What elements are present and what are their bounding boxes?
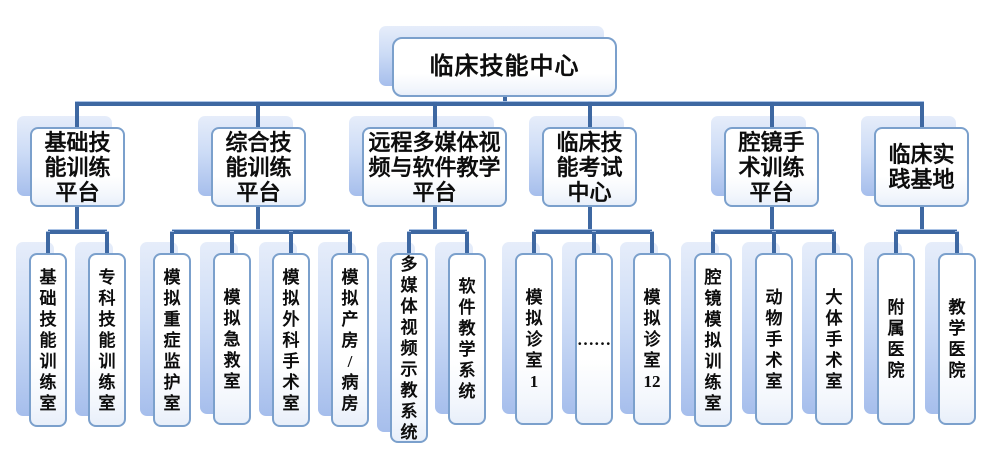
node-specialty-skills-training-room: 专科技能训练室: [88, 253, 126, 427]
node-basic-skills-training-platform: 基础技能训练平台: [30, 127, 125, 207]
connector-bus-g2: [172, 230, 350, 234]
connector-stub-g3c1: [407, 232, 411, 253]
connector-stub-g4: [588, 102, 592, 127]
node-endoscopic-surgery-training-platform: 腔镜手术训练平台: [724, 127, 819, 207]
node-simulated-clinic-ellipsis: ……: [575, 253, 613, 425]
connector-stub-g2c3: [289, 232, 293, 253]
connector-stub-g4c1: [532, 232, 536, 253]
connector-bus-g3: [409, 230, 467, 234]
connector-stub-g3c2: [465, 232, 469, 253]
connector-bus-g6: [896, 230, 957, 234]
connector-downstub-g5: [770, 207, 774, 230]
connector-stub-g1c2: [105, 232, 109, 253]
node-clinical-skills-center: 临床技能中心: [392, 37, 617, 97]
node-simulated-icu: 模拟重症监护室: [153, 253, 191, 427]
node-affiliated-hospital: 附属医院: [877, 253, 915, 425]
connector-stub-g5c2: [772, 232, 776, 253]
connector-root-stub: [503, 95, 507, 104]
node-remote-multimedia-software-teaching-platform: 远程多媒体视频与软件教学平台: [362, 127, 507, 207]
node-multimedia-video-demo-system: 多媒体视频示教系统: [390, 253, 428, 443]
connector-stub-g2: [256, 102, 260, 127]
node-simulated-emergency-room: 模拟急救室: [213, 253, 251, 425]
node-software-teaching-system: 软件教学系统: [448, 253, 486, 425]
connector-stub-g4c3: [650, 232, 654, 253]
connector-bus-g1: [48, 230, 107, 234]
connector-stub-g1c1: [46, 232, 50, 253]
connector-stub-g4c2: [592, 232, 596, 253]
connector-stub-g2c4: [348, 232, 352, 253]
node-endoscopy-simulation-training-room: 腔镜模拟训练室: [694, 253, 732, 427]
node-clinical-skills-exam-center: 临床技能考试中心: [542, 127, 637, 207]
node-basic-skills-training-room: 基础技能训练室: [29, 253, 67, 427]
node-animal-operating-room: 动物手术室: [755, 253, 793, 425]
connector-downstub-g2: [256, 207, 260, 230]
connector-downstub-g6: [920, 207, 924, 230]
node-cadaver-operating-room: 大体手术室: [815, 253, 853, 425]
connector-stub-g5: [770, 102, 774, 127]
connector-stub-g2c2: [230, 232, 234, 253]
node-teaching-hospital: 教学医院: [938, 253, 976, 425]
connector-downstub-g1: [75, 207, 79, 230]
node-simulated-delivery-ward: 模拟产房/病房: [331, 253, 369, 427]
connector-stub-g5c1: [711, 232, 715, 253]
connector-stub-g6c2: [955, 232, 959, 253]
connector-stub-g3: [433, 102, 437, 127]
connector-main-bus: [77, 102, 924, 106]
connector-stub-g1: [75, 102, 79, 127]
connector-stub-g6: [920, 102, 924, 127]
connector-stub-g6c1: [894, 232, 898, 253]
connector-downstub-g3: [433, 207, 437, 230]
connector-stub-g5c3: [832, 232, 836, 253]
node-comprehensive-skills-training-platform: 综合技能训练平台: [211, 127, 306, 207]
connector-stub-g2c1: [170, 232, 174, 253]
connector-downstub-g4: [588, 207, 592, 230]
node-simulated-surgery-room: 模拟外科手术室: [272, 253, 310, 427]
node-clinical-practice-base: 临床实践基地: [874, 127, 969, 207]
